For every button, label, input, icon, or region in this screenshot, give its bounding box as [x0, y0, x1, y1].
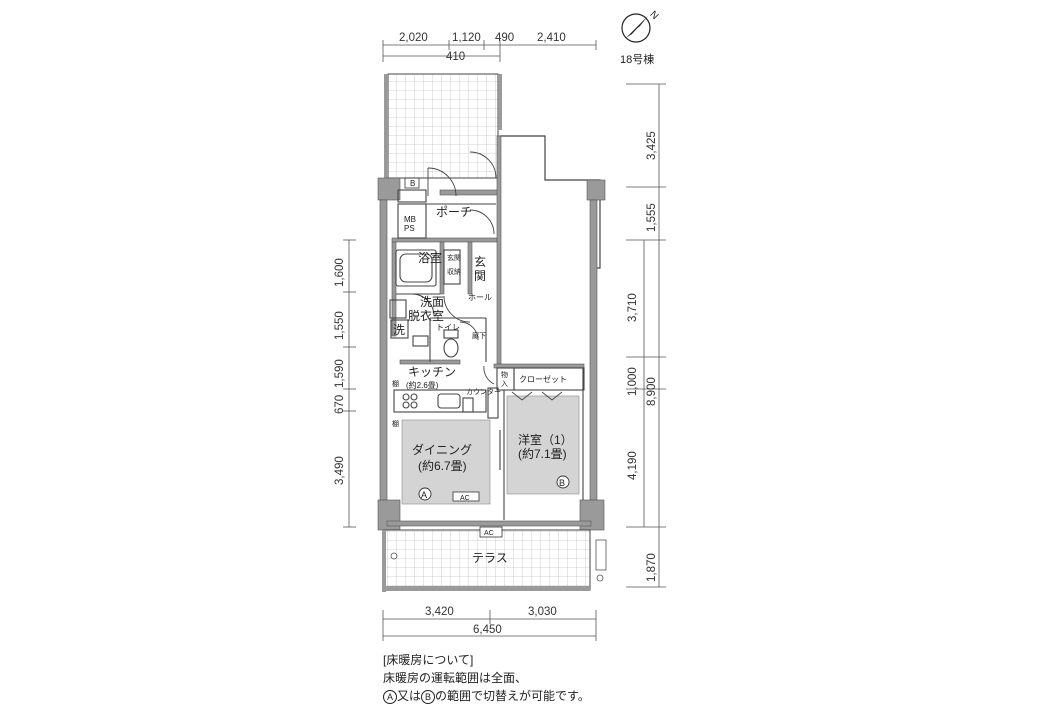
- dim-top-2: 1,120: [452, 32, 481, 44]
- door-swings: [411, 151, 563, 401]
- dim-bottom-1: 3,420: [425, 606, 454, 618]
- note-end-text: の範囲で切替えが可能です。: [435, 689, 590, 703]
- storage-label-1: 物: [501, 370, 508, 379]
- shelf-label: 棚: [392, 379, 399, 388]
- zone-a-marker-label: A: [421, 490, 427, 500]
- counter-label: カウンター: [466, 387, 501, 396]
- interior-walls: [389, 189, 585, 520]
- genkan-label-top: 玄: [474, 254, 486, 269]
- exterior-walls: [377, 135, 606, 531]
- box-b-label: B: [410, 179, 415, 188]
- note-zone-b-marker: B: [421, 689, 436, 704]
- left-dimensions: [343, 239, 356, 528]
- ac-indoor-label: AC: [460, 495, 470, 502]
- dim-bottom-2: 3,030: [528, 606, 557, 618]
- western-room-label: 洋室（1）: [518, 432, 573, 447]
- entrance-approach-tiles: [387, 73, 499, 179]
- terrace-left-wall: [382, 530, 386, 592]
- dim-top-4: 2,410: [537, 32, 566, 44]
- terrace-side-unit: [595, 539, 607, 571]
- storage-label-2: 入: [501, 380, 508, 388]
- note-mid-text: 又は: [397, 689, 422, 703]
- dim-bottom-3: 6,450: [473, 624, 502, 636]
- dim-top-5: 410: [446, 51, 465, 63]
- north-compass-icon: [621, 13, 651, 43]
- porch-label: ポーチ: [436, 205, 472, 219]
- corridor-label: 廊下: [472, 331, 486, 340]
- western-room-size-label: (約7.1畳): [518, 446, 567, 461]
- shoe-storage-label-1: 玄関: [447, 253, 461, 262]
- zone-a-marker: [418, 487, 432, 501]
- note-zone-a-marker: A: [383, 689, 397, 704]
- dim-right-2: 1,555: [646, 203, 658, 232]
- bath-label: 浴室: [418, 250, 442, 265]
- drain-icon: [390, 552, 398, 560]
- washer-label: 洗: [393, 323, 405, 337]
- box-b: [404, 177, 420, 189]
- kitchen-size-label: (約2.6畳): [406, 380, 439, 390]
- dim-right-5: 8,900: [646, 377, 658, 406]
- dim-right-1: 3,425: [646, 131, 658, 160]
- washroom-label-1: 洗面: [420, 295, 444, 309]
- dim-right-6: 4,190: [627, 451, 639, 480]
- dim-top-1: 2,020: [399, 32, 428, 44]
- kitchen-label: キッチン: [408, 365, 456, 379]
- zone-b-marker-label: B: [559, 478, 565, 488]
- top-dimensions: [382, 40, 597, 62]
- terrace-edge: [384, 586, 590, 591]
- floor-heating-note-title: [床暖房について]: [383, 653, 474, 667]
- toilet-label: トイレ: [436, 323, 460, 332]
- bottom-dimensions: [382, 610, 597, 641]
- hall-label: ホール: [468, 293, 492, 302]
- shelf-label-2: 棚: [392, 419, 399, 428]
- washroom-label-2: 脱衣室: [408, 308, 444, 323]
- mbps-label-1: MB: [404, 215, 416, 224]
- building-label: 18号棟: [620, 52, 654, 66]
- dim-left-3: 1,590: [334, 359, 346, 388]
- ac-outdoor-unit: [479, 526, 503, 538]
- dim-left-5: 3,490: [334, 456, 346, 485]
- approach-right-edge: [498, 74, 502, 130]
- dim-right-7: 1,870: [646, 553, 658, 582]
- right-dimensions: [626, 83, 666, 588]
- dim-left-1: 1,600: [334, 258, 346, 287]
- mbps-label-2: PS: [404, 224, 415, 233]
- drain-icon-2: [596, 574, 604, 582]
- ac-indoor-unit: [452, 491, 480, 502]
- shoe-storage-label-2: 収納: [447, 267, 461, 276]
- approach-left-edge: [384, 74, 388, 178]
- genkan-label-bottom: 関: [474, 269, 486, 283]
- dining-size-label: (約6.7畳): [418, 458, 467, 473]
- dim-left-4: 670: [334, 395, 346, 414]
- dim-top-3: 490: [495, 32, 514, 44]
- dim-right-4: 1,000: [627, 367, 639, 396]
- closet-label: クローゼット: [519, 374, 567, 384]
- zone-b-marker: [556, 475, 570, 489]
- terrace-label: テラス: [472, 551, 508, 565]
- dining-label: ダイニング: [412, 442, 472, 457]
- ac-outdoor-label: AC: [484, 530, 494, 537]
- floor-heating-note-line1: 床暖房の運転範囲は全面、: [383, 671, 528, 685]
- dim-left-2: 1,550: [334, 311, 346, 340]
- compass-north-label: N: [647, 9, 660, 22]
- floor-heating-zone-a: [401, 419, 491, 505]
- dim-right-3: 3,710: [627, 293, 639, 322]
